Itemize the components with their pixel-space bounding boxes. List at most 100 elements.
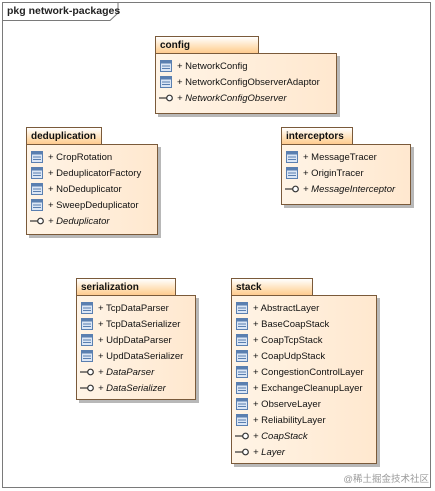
package-body	[231, 295, 377, 464]
item-label: + UdpDataParser	[98, 334, 172, 346]
class-icon	[159, 60, 173, 72]
class-icon	[235, 366, 249, 378]
item-label: + ReliabilityLayer	[253, 414, 326, 426]
item-label: + ExchangeCleanupLayer	[253, 382, 363, 394]
list-item[interactable]: + CropRotation	[30, 149, 154, 165]
item-label: + CoapStack	[253, 430, 308, 442]
class-icon	[30, 199, 44, 211]
list-item[interactable]: + DataParser	[80, 364, 192, 380]
list-item[interactable]: + MessageTracer	[285, 149, 407, 165]
list-item[interactable]: + SweepDeduplicator	[30, 197, 154, 213]
class-icon	[235, 318, 249, 330]
list-item[interactable]: + BaseCoapStack	[235, 316, 373, 332]
list-item[interactable]: + NoDeduplicator	[30, 181, 154, 197]
package-interceptors[interactable]: interceptors + MessageTracer + OriginTra…	[281, 127, 411, 205]
class-icon	[159, 76, 173, 88]
package-name: interceptors	[281, 127, 353, 145]
package-name: config	[155, 36, 259, 54]
package-deduplication[interactable]: deduplication + CropRotation + Deduplica…	[26, 127, 158, 235]
package-items: + TcpDataParser + TcpDataSerializer + Ud…	[80, 300, 192, 396]
item-label: + SweepDeduplicator	[48, 199, 139, 211]
list-item[interactable]: + CoapTcpStack	[235, 332, 373, 348]
item-label: + Layer	[253, 446, 285, 458]
list-item[interactable]: + DeduplicatorFactory	[30, 165, 154, 181]
package-items: + NetworkConfig + NetworkConfigObserverA…	[159, 58, 333, 106]
class-icon	[235, 414, 249, 426]
interface-icon	[159, 92, 173, 104]
list-item[interactable]: + UdpDataParser	[80, 332, 192, 348]
class-icon	[235, 350, 249, 362]
list-item[interactable]: + UpdDataSerializer	[80, 348, 192, 364]
class-icon	[80, 302, 94, 314]
class-icon	[80, 318, 94, 330]
item-label: + UpdDataSerializer	[98, 350, 184, 362]
interface-icon	[235, 446, 249, 458]
list-item[interactable]: + ObserveLayer	[235, 396, 373, 412]
frame-tab-shape	[2, 2, 119, 21]
item-label: + DataParser	[98, 366, 155, 378]
item-label: + OriginTracer	[303, 167, 364, 179]
package-name: stack	[231, 278, 313, 296]
item-label: + MessageTracer	[303, 151, 377, 163]
interface-icon	[30, 215, 44, 227]
item-label: + CoapTcpStack	[253, 334, 323, 346]
item-label: + DeduplicatorFactory	[48, 167, 142, 179]
item-label: + CoapUdpStack	[253, 350, 326, 362]
list-item[interactable]: + ExchangeCleanupLayer	[235, 380, 373, 396]
class-icon	[235, 398, 249, 410]
package-body	[76, 295, 196, 400]
package-config[interactable]: config + NetworkConfig + NetworkConfigOb…	[155, 36, 337, 114]
item-label: + TcpDataParser	[98, 302, 169, 314]
list-item[interactable]: + Layer	[235, 444, 373, 460]
list-item[interactable]: + NetworkConfigObserver	[159, 90, 333, 106]
package-items: + CropRotation + DeduplicatorFactory + N…	[30, 149, 154, 229]
item-label: + NetworkConfigObserver	[177, 92, 287, 104]
item-label: + CropRotation	[48, 151, 113, 163]
item-label: + NoDeduplicator	[48, 183, 122, 195]
item-label: + AbstractLayer	[253, 302, 320, 314]
package-name: deduplication	[26, 127, 102, 145]
list-item[interactable]: + MessageInterceptor	[285, 181, 407, 197]
class-icon	[30, 151, 44, 163]
package-name: serialization	[76, 278, 176, 296]
class-icon	[285, 151, 299, 163]
list-item[interactable]: + CoapUdpStack	[235, 348, 373, 364]
class-icon	[30, 183, 44, 195]
list-item[interactable]: + TcpDataParser	[80, 300, 192, 316]
interface-icon	[235, 430, 249, 442]
class-icon	[235, 382, 249, 394]
package-body	[26, 144, 158, 235]
list-item[interactable]: + TcpDataSerializer	[80, 316, 192, 332]
item-label: + BaseCoapStack	[253, 318, 330, 330]
class-icon	[80, 350, 94, 362]
class-icon	[30, 167, 44, 179]
package-items: + AbstractLayer + BaseCoapStack + CoapTc…	[235, 300, 373, 460]
list-item[interactable]: + NetworkConfigObserverAdaptor	[159, 74, 333, 90]
item-label: + MessageInterceptor	[303, 183, 396, 195]
package-items: + MessageTracer + OriginTracer + Message…	[285, 149, 407, 197]
item-label: + CongestionControlLayer	[253, 366, 364, 378]
item-label: + TcpDataSerializer	[98, 318, 181, 330]
class-icon	[235, 334, 249, 346]
interface-icon	[80, 382, 94, 394]
item-label: + DataSerializer	[98, 382, 166, 394]
list-item[interactable]: + ReliabilityLayer	[235, 412, 373, 428]
list-item[interactable]: + CongestionControlLayer	[235, 364, 373, 380]
package-serialization[interactable]: serialization + TcpDataParser + TcpDataS…	[76, 278, 196, 400]
watermark: @稀土掘金技术社区	[343, 474, 429, 485]
item-label: + Deduplicator	[48, 215, 110, 227]
interface-icon	[80, 366, 94, 378]
list-item[interactable]: + OriginTracer	[285, 165, 407, 181]
package-body	[155, 53, 337, 114]
package-stack[interactable]: stack + AbstractLayer + BaseCoapStack + …	[231, 278, 377, 464]
list-item[interactable]: + Deduplicator	[30, 213, 154, 229]
frame-title: pkg network-packages	[7, 5, 121, 17]
list-item[interactable]: + AbstractLayer	[235, 300, 373, 316]
list-item[interactable]: + CoapStack	[235, 428, 373, 444]
class-icon	[80, 334, 94, 346]
list-item[interactable]: + NetworkConfig	[159, 58, 333, 74]
item-label: + NetworkConfigObserverAdaptor	[177, 76, 320, 88]
item-label: + NetworkConfig	[177, 60, 248, 72]
list-item[interactable]: + DataSerializer	[80, 380, 192, 396]
class-icon	[285, 167, 299, 179]
